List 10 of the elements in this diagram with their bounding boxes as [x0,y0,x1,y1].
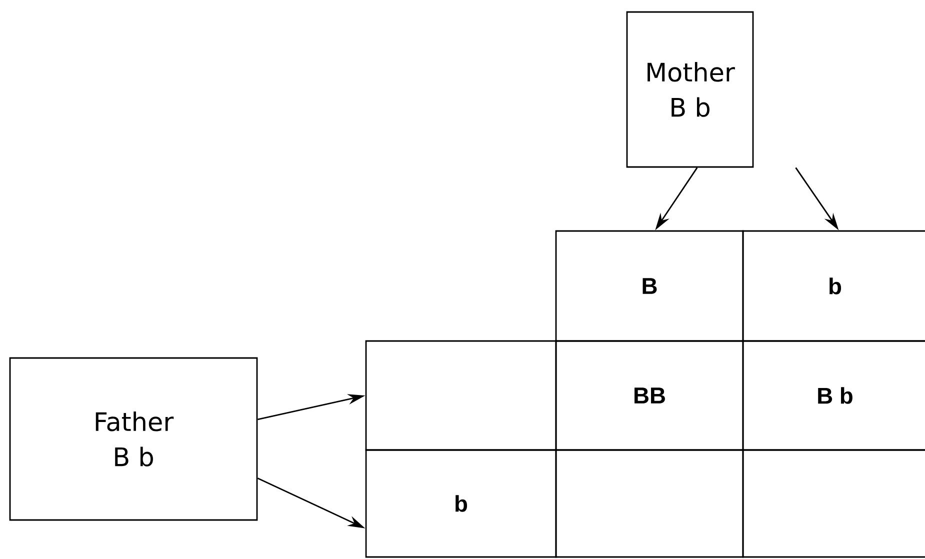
punnett-cell: B b [742,340,925,451]
punnett-cell: BB [555,340,744,451]
parent-box: Mother B b [626,11,754,168]
empty-cell [365,340,557,451]
punnett-cell: B [555,230,744,342]
empty-cell [742,449,925,558]
parent-box: Father B b [9,357,258,521]
punnett-cell: b [365,449,557,558]
punnett-cell: b [742,230,925,342]
empty-cell [555,449,744,558]
